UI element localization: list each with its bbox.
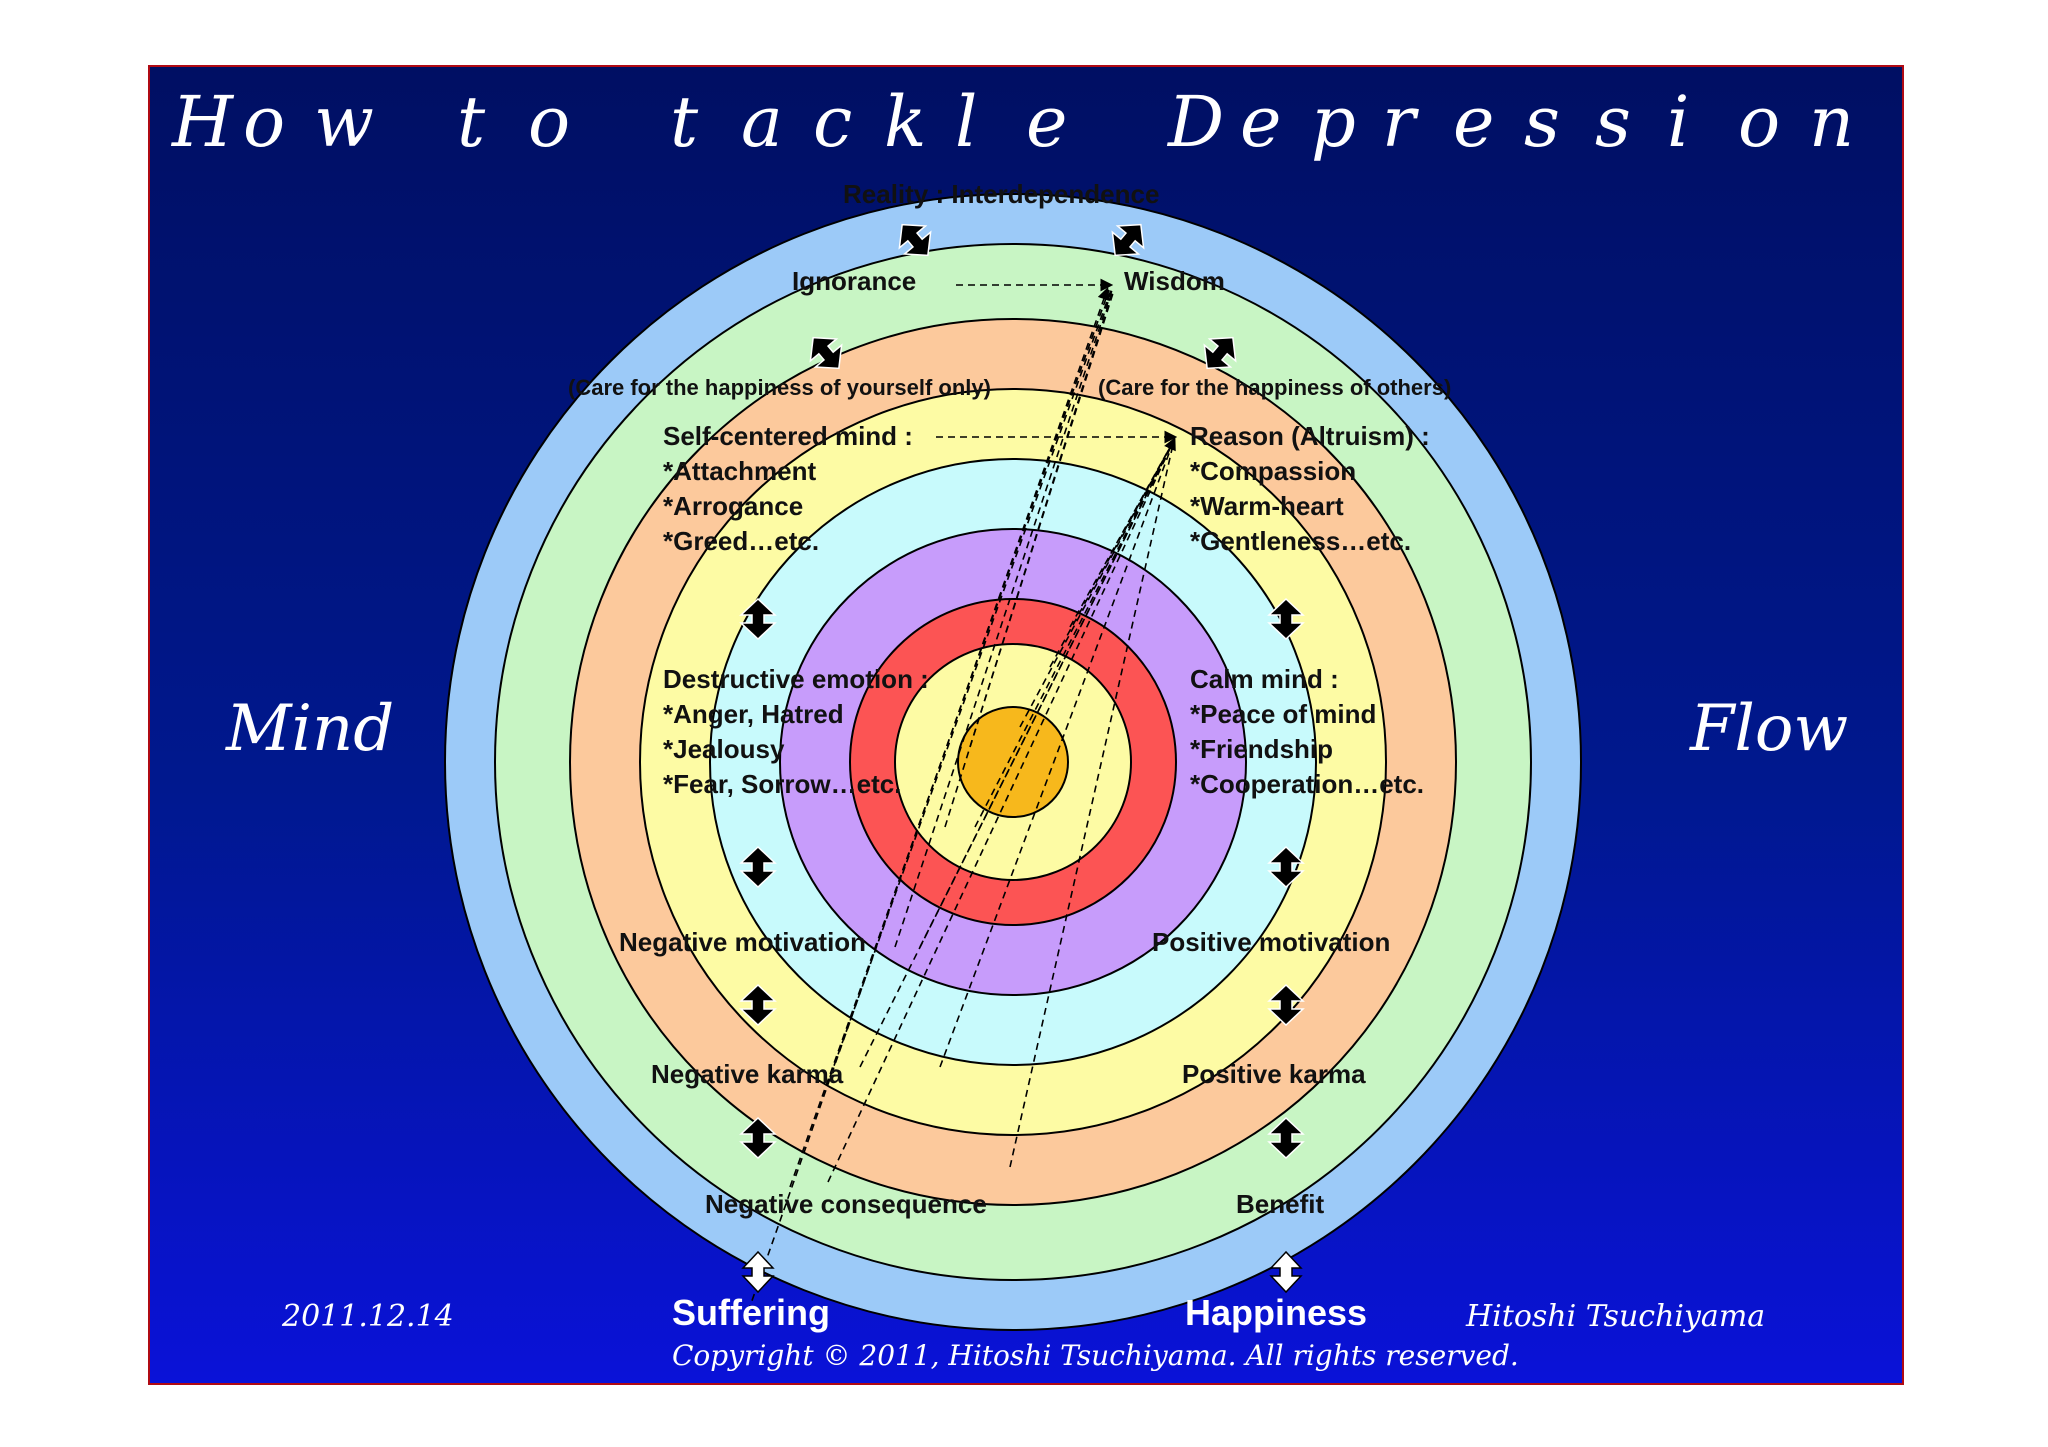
block-reason: Reason (Altruism) : *Compassion *Warm-he… <box>1190 419 1430 559</box>
self-centered-item: *Greed…etc. <box>663 526 820 556</box>
label-care-others: (Care for the happiness of others) <box>1098 375 1452 400</box>
label-negative-motivation: Negative motivation <box>619 927 867 957</box>
label-positive-motivation: Positive motivation <box>1152 927 1391 957</box>
reason-item: *Gentleness…etc. <box>1190 526 1412 556</box>
title-letter: e <box>1026 81 1068 163</box>
title-letter: D <box>1168 81 1225 163</box>
reason-heading: Reason (Altruism) : <box>1190 421 1430 451</box>
title-letter: e <box>1240 81 1282 163</box>
title-letter: c <box>813 81 853 163</box>
title-letter: t <box>670 81 699 163</box>
concentric-diagram <box>444 193 1582 1331</box>
label-suffering: Suffering <box>672 1292 830 1333</box>
title-letter: e <box>1453 81 1495 163</box>
label-positive-karma: Positive karma <box>1182 1059 1366 1089</box>
destructive-heading: Destructive emotion : <box>663 664 929 694</box>
reason-item: *Compassion <box>1190 456 1357 486</box>
title-letter: H <box>172 81 234 163</box>
title-letter: o <box>528 81 571 163</box>
label-reality: Reality : Interdependence <box>843 179 1160 209</box>
side-word-mind: Mind <box>226 692 395 766</box>
block-self-centered: Self-centered mind : *Attachment *Arroga… <box>663 419 913 559</box>
self-centered-item: *Attachment <box>663 456 817 486</box>
title-letter: s <box>1524 81 1560 163</box>
title-letter: a <box>741 81 783 163</box>
self-centered-heading: Self-centered mind : <box>663 421 913 451</box>
title-letter: o <box>243 81 286 163</box>
block-calm: Calm mind : *Peace of mind *Friendship *… <box>1190 662 1424 802</box>
calm-item: *Friendship <box>1190 734 1334 764</box>
label-benefit: Benefit <box>1236 1189 1325 1219</box>
title-letter: k <box>884 81 927 163</box>
title-letter: s <box>1595 81 1631 163</box>
side-word-flow: Flow <box>1690 692 1849 766</box>
label-care-self: (Care for the happiness of yourself only… <box>568 375 991 400</box>
title-letter: o <box>1738 81 1781 163</box>
self-centered-item: *Arrogance <box>663 491 804 521</box>
reason-item: *Warm-heart <box>1190 491 1344 521</box>
block-destructive: Destructive emotion : *Anger, Hatred *Je… <box>663 662 929 802</box>
calm-item: *Cooperation…etc. <box>1190 769 1425 799</box>
title-letter: l <box>955 81 978 163</box>
title-letter: n <box>1809 81 1855 163</box>
label-ignorance: Ignorance <box>792 266 917 296</box>
copyright-text: Copyright © 2011, Hitoshi Tsuchiyama. Al… <box>672 1339 1519 1372</box>
label-wisdom: Wisdom <box>1124 266 1225 296</box>
destructive-item: *Fear, Sorrow…etc. <box>663 769 902 799</box>
label-happiness: Happiness <box>1185 1292 1368 1333</box>
calm-item: *Peace of mind <box>1190 699 1377 729</box>
author-text: Hitoshi Tsuchiyama <box>1466 1299 1766 1334</box>
title-letter: r <box>1382 81 1416 163</box>
date-text: 2011.12.14 <box>282 1299 454 1334</box>
title-letter: t <box>457 81 486 163</box>
title-letter: w <box>314 81 374 163</box>
calm-heading: Calm mind : <box>1190 664 1339 694</box>
label-negative-consequence: Negative consequence <box>705 1189 987 1219</box>
destructive-item: *Jealousy <box>663 734 785 764</box>
dashed-lines <box>747 278 1178 1313</box>
label-negative-karma: Negative karma <box>651 1059 844 1089</box>
title-letter: p <box>1311 81 1356 163</box>
destructive-item: *Anger, Hatred <box>663 699 844 729</box>
title-letter: i <box>1667 81 1690 163</box>
